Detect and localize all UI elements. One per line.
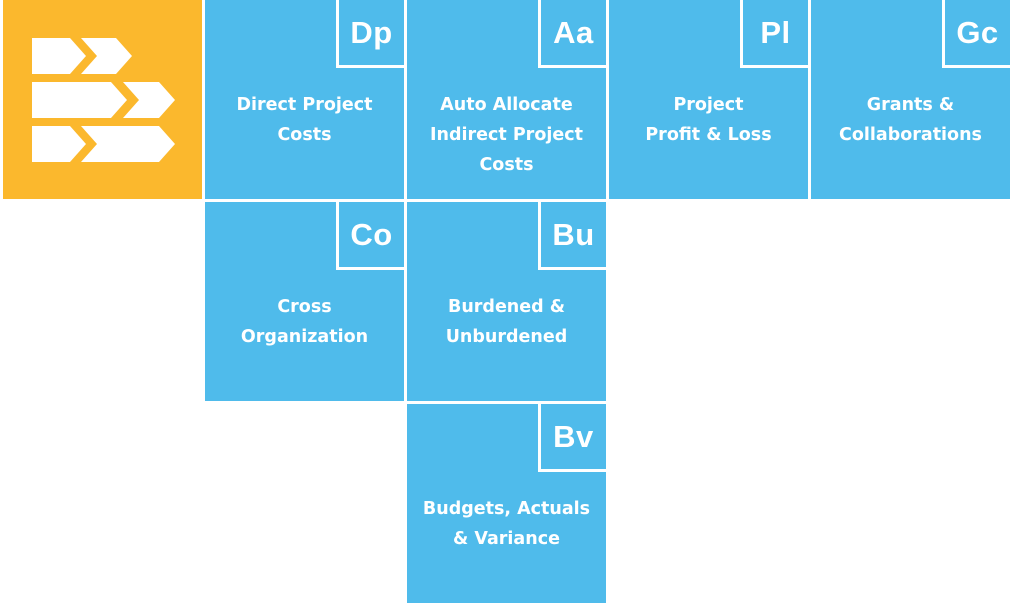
- module-label: Project Profit & Loss: [645, 95, 772, 145]
- module-label: Direct Project Costs: [236, 95, 373, 145]
- module-label: Budgets, Actuals & Variance: [422, 499, 591, 549]
- module-badge: Bu: [538, 202, 606, 270]
- module-badge: Dp: [336, 0, 404, 68]
- logo-tile: [3, 0, 202, 199]
- module-label: Auto Allocate Indirect Project Costs: [430, 95, 583, 175]
- module-tile-grants-collaborations[interactable]: Gc Grants & Collaborations: [811, 0, 1010, 199]
- module-tile-cross-organization[interactable]: Co Cross Organization: [205, 202, 404, 401]
- module-label: Cross Organization: [240, 297, 369, 347]
- module-badge: Bv: [538, 404, 606, 472]
- module-label: Grants & Collaborations: [839, 95, 982, 145]
- module-tile-burdened-unburdened[interactable]: Bu Burdened & Unburdened: [407, 202, 606, 401]
- module-tile-project-profit-loss[interactable]: Pl Project Profit & Loss: [609, 0, 808, 199]
- module-badge: Pl: [740, 0, 808, 68]
- module-tile-auto-allocate[interactable]: Aa Auto Allocate Indirect Project Costs: [407, 0, 606, 199]
- module-badge: Aa: [538, 0, 606, 68]
- module-badge: Co: [336, 202, 404, 270]
- module-tile-budgets-actuals-variance[interactable]: Bv Budgets, Actuals & Variance: [407, 404, 606, 603]
- stacked-arrows-icon: [32, 38, 175, 162]
- module-tile-direct-project-costs[interactable]: Dp Direct Project Costs: [205, 0, 404, 199]
- module-badge: Gc: [942, 0, 1010, 68]
- module-label: Burdened & Unburdened: [445, 297, 568, 347]
